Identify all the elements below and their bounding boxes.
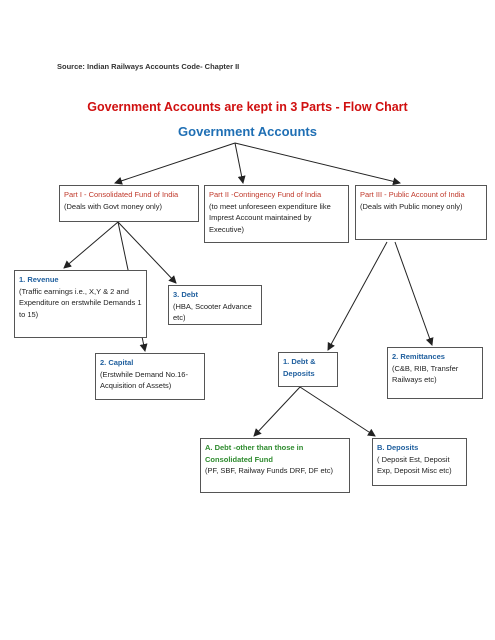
edge-root-part2 <box>234 142 246 184</box>
node-heading: Part I - Consolidated Fund of India <box>64 190 179 199</box>
edge-root-part1 <box>114 142 236 185</box>
edge-root-part3 <box>234 142 401 186</box>
node-heading: Part III - Public Account of India <box>360 190 465 199</box>
node-body: (HBA, Scooter Advance etc) <box>173 301 252 323</box>
node-part2-contingency-fund: Part II -Contingency Fund of India (to m… <box>204 185 349 243</box>
node-heading: 2. Remittances <box>392 352 445 361</box>
edge-part3-debtdeposits <box>327 241 388 351</box>
node-heading: 1. Revenue <box>19 275 59 284</box>
node-body: (C&B, RIB, Transfer Railways etc) <box>392 363 459 385</box>
node-body: (Traffic earnings i.e., X,Y & 2 and Expe… <box>19 286 142 319</box>
node-heading: B. Deposits <box>377 443 419 452</box>
node-body: (Erstwhile Demand No.16- Acquisition of … <box>100 369 188 391</box>
node-heading: 1. Debt & Deposits <box>283 357 316 378</box>
chart-title: Government Accounts are kept in 3 Parts … <box>87 100 408 114</box>
edge-part1-debt <box>117 221 177 284</box>
edge-part1-revenue <box>63 221 119 269</box>
node-debt-and-deposits: 1. Debt & Deposits <box>278 352 338 387</box>
node-heading: 3. Debt <box>173 290 199 299</box>
node-deposits: B. Deposits ( Deposit Est, Deposit Exp, … <box>372 438 467 486</box>
node-body: (to meet unforeseen expenditure like Imp… <box>209 201 331 234</box>
node-heading: 2. Capital <box>100 358 134 367</box>
node-heading: A. Debt -other than those in Consolidate… <box>205 443 304 464</box>
root-node-government-accounts: Government Accounts <box>178 124 317 139</box>
node-part1-consolidated-fund: Part I - Consolidated Fund of India (Dea… <box>59 185 199 222</box>
node-debt-other-than-consolidated: A. Debt -other than those in Consolidate… <box>200 438 350 493</box>
node-heading: Part II -Contingency Fund of India <box>209 190 322 199</box>
node-body: (Deals with Public money only) <box>360 201 463 211</box>
node-body: ( Deposit Est, Deposit Exp, Deposit Misc… <box>377 454 452 476</box>
node-capital: 2. Capital (Erstwhile Demand No.16- Acqu… <box>95 353 205 400</box>
node-debt: 3. Debt (HBA, Scooter Advance etc) <box>168 285 262 325</box>
node-remittances: 2. Remittances (C&B, RIB, Transfer Railw… <box>387 347 483 399</box>
edge-debtdeposits-deposits <box>299 386 376 437</box>
node-revenue: 1. Revenue (Traffic earnings i.e., X,Y &… <box>14 270 147 338</box>
edge-debtdeposits-debtother <box>253 386 301 437</box>
node-part3-public-account: Part III - Public Account of India (Deal… <box>355 185 487 240</box>
node-body: (Deals with Govt money only) <box>64 201 162 211</box>
edge-part3-remittances <box>394 241 434 346</box>
source-note: Source: Indian Railways Accounts Code- C… <box>57 62 240 71</box>
node-body: (PF, SBF, Railway Funds DRF, DF etc) <box>205 466 333 476</box>
